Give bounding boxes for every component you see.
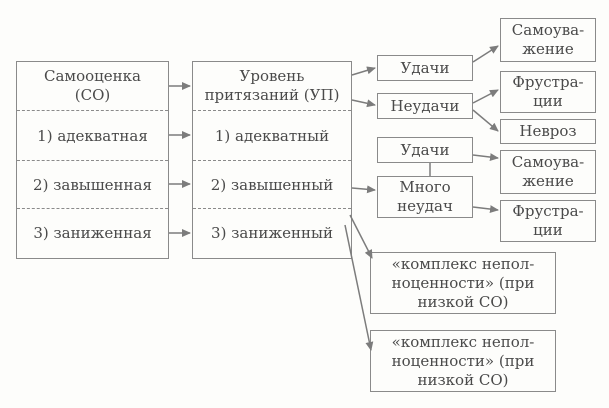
divider xyxy=(17,208,168,209)
divider xyxy=(193,208,351,209)
result-frustration-1: Фрустра- ции xyxy=(500,71,596,113)
outcome-success: Удачи xyxy=(377,55,473,81)
complex-box-1: «комплекс непол- ноценности» (при низкой… xyxy=(370,252,556,314)
arrow-to-complex-2 xyxy=(344,224,374,351)
result-frustration-2: Фрустра- ции xyxy=(500,200,596,242)
divider xyxy=(17,110,168,111)
arrow-many-failures-to-frustration xyxy=(472,205,499,214)
arrow-to-failure xyxy=(351,99,376,108)
aspiration-row-high: 2) завышенный xyxy=(210,175,334,194)
result-neurosis: Невроз xyxy=(500,119,596,144)
outcome-many-failures: Много неудач xyxy=(377,176,473,218)
result-self-respect-1: Самоува- жение xyxy=(500,18,596,62)
self-esteem-table: Самооценка (СО) 1) адекватная 2) завышен… xyxy=(16,61,169,259)
self-esteem-row-high: 2) завышенная xyxy=(33,175,152,194)
result-self-respect-2: Самоува- жение xyxy=(500,150,596,194)
arrow-to-success xyxy=(351,66,376,76)
arrow-failure-to-neurosis xyxy=(472,109,499,132)
self-esteem-row-low: 3) заниженная xyxy=(33,223,152,242)
aspiration-level-header: Уровень притязаний (УП) xyxy=(204,67,340,104)
arrow-failure-to-frustration xyxy=(472,89,499,104)
outcome-success-2: Удачи xyxy=(377,137,473,163)
arrow-to-many-failures xyxy=(351,185,376,194)
divider xyxy=(17,160,168,161)
complex-box-2: «комплекс непол- ноценности» (при низкой… xyxy=(370,330,556,392)
arrow-success-to-respect xyxy=(472,45,499,63)
arrow-to-complex-1 xyxy=(349,214,373,259)
outcome-failure: Неудачи xyxy=(377,93,473,119)
arrow-success2-to-respect xyxy=(472,153,499,162)
aspiration-row-adequate: 1) адекватный xyxy=(214,126,330,145)
divider xyxy=(193,110,351,111)
self-esteem-header: Самооценка (СО) xyxy=(44,67,141,104)
aspiration-row-low: 3) заниженный xyxy=(211,223,333,242)
self-esteem-row-adequate: 1) адекватная xyxy=(37,126,148,145)
aspiration-level-table: Уровень притязаний (УП) 1) адекватный 2)… xyxy=(192,61,352,259)
divider xyxy=(193,160,351,161)
